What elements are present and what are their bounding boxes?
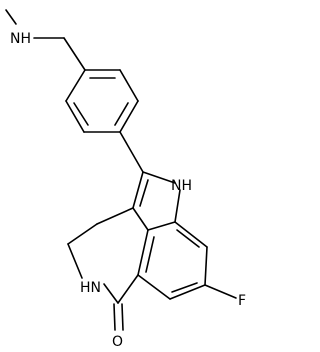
benzo-bond-c7a-c7 [174,221,208,248]
phenyl-double-bond-b [114,102,129,126]
benzo-bond-c7-c6 [204,246,208,286]
lactam-bond-n-co [103,283,119,304]
benzo-ring [137,221,208,300]
pyrrole-bond-c2-n [142,171,176,184]
bond-c6-fluorine [204,284,237,299]
atom-label-indole-nh: NH [171,178,192,194]
benzo-double-bond-b [171,282,198,293]
phenyl-ring [65,69,139,133]
pyrrole-bond-c7a-c3a [147,221,176,231]
benzo-bond-c5-c4 [137,274,171,300]
lactam-bond-co-c4 [117,274,139,304]
benzo-bond-c6-c5 [169,284,206,300]
phenyl-bond-2 [119,69,139,102]
benzo-double-bond-a [176,229,200,248]
phenyl-double-bond-c [73,102,89,126]
atom-label-methylamine-nh: NH [10,31,31,47]
benzo-bond-c4-c3a [137,229,149,276]
pyrrole-ring [132,171,181,231]
atom-label-carbonyl-o: O [112,334,123,350]
lactam-bond-c3-ch2 [96,207,134,225]
carbonyl-bond-a [113,303,116,331]
pyrrole-bond-c3a-c3 [132,207,149,231]
bond-ch2-aryl [63,37,86,71]
benzo-double-bond-c [145,236,155,273]
atom-label-fluorine: F [238,293,246,309]
atom-label-lactam-hn: HN [80,280,101,296]
carbonyl-bond-b [121,303,124,331]
pyrrole-bond-n-c7a [174,189,181,223]
bond-methyl-n [5,9,17,25]
lactam-bond-ch2-n [67,243,83,279]
lactam-ring [67,207,139,304]
phenyl-bond-5 [65,100,85,133]
pyrrole-double-bond [139,179,149,207]
phenyl-bond-6 [65,69,86,102]
phenyl-bond-3 [119,100,139,133]
molecule-drawing: NH NH HN O F [5,9,246,350]
pyrrole-bond-c3-c2 [132,171,144,209]
lactam-bond-ch2-ch2 [67,223,98,245]
structure-diagram: NH NH HN O F [5,9,247,350]
bond-aryl-indole [119,131,144,173]
